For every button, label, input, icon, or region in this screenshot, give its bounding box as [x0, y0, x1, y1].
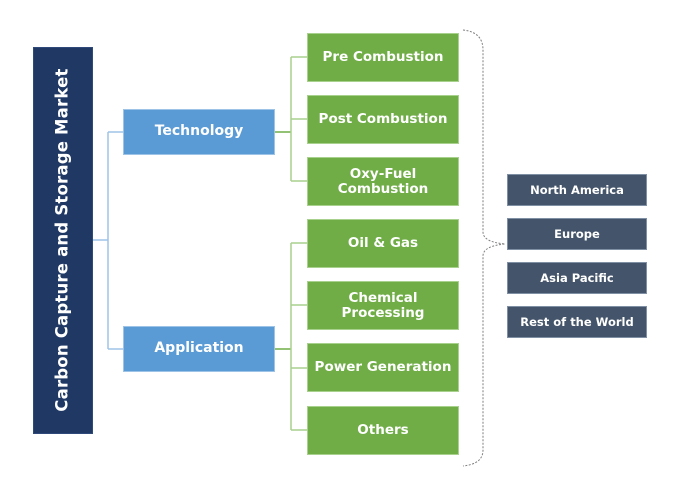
category-label: Application	[154, 340, 244, 357]
technology-connector	[275, 56, 307, 182]
category-application: Application	[123, 326, 275, 372]
root-node: Carbon Capture and Storage Market	[33, 47, 93, 434]
region-label: Rest of the World	[520, 314, 634, 329]
region-asia-pacific: Asia Pacific	[507, 262, 647, 294]
leaf-label: Chemical Processing	[341, 289, 425, 321]
leaf-label: Post Combustion	[318, 111, 448, 128]
region-europe: Europe	[507, 218, 647, 250]
leaf-others: Others	[307, 406, 459, 455]
leaf-label: Others	[357, 422, 409, 439]
region-north-america: North America	[507, 174, 647, 206]
leaf-label: Oxy-Fuel Combustion	[337, 165, 429, 197]
region-label: Asia Pacific	[540, 270, 614, 285]
dashed-bracket	[462, 29, 506, 467]
region-label: North America	[530, 182, 624, 197]
leaf-label: Power Generation	[314, 359, 452, 376]
root-connector	[93, 131, 123, 350]
region-label: Europe	[554, 226, 600, 241]
region-rest-of-world: Rest of the World	[507, 306, 647, 338]
leaf-power-generation: Power Generation	[307, 343, 459, 392]
root-label: Carbon Capture and Storage Market	[52, 68, 72, 413]
leaf-chemical-processing: Chemical Processing	[307, 281, 459, 330]
category-technology: Technology	[123, 109, 275, 155]
leaf-label: Oil & Gas	[347, 235, 419, 252]
application-connector	[275, 242, 307, 431]
leaf-oil-gas: Oil & Gas	[307, 219, 459, 268]
category-label: Technology	[154, 123, 244, 140]
leaf-pre-combustion: Pre Combustion	[307, 33, 459, 82]
leaf-post-combustion: Post Combustion	[307, 95, 459, 144]
leaf-oxy-fuel-combustion: Oxy-Fuel Combustion	[307, 157, 459, 206]
leaf-label: Pre Combustion	[322, 49, 444, 66]
